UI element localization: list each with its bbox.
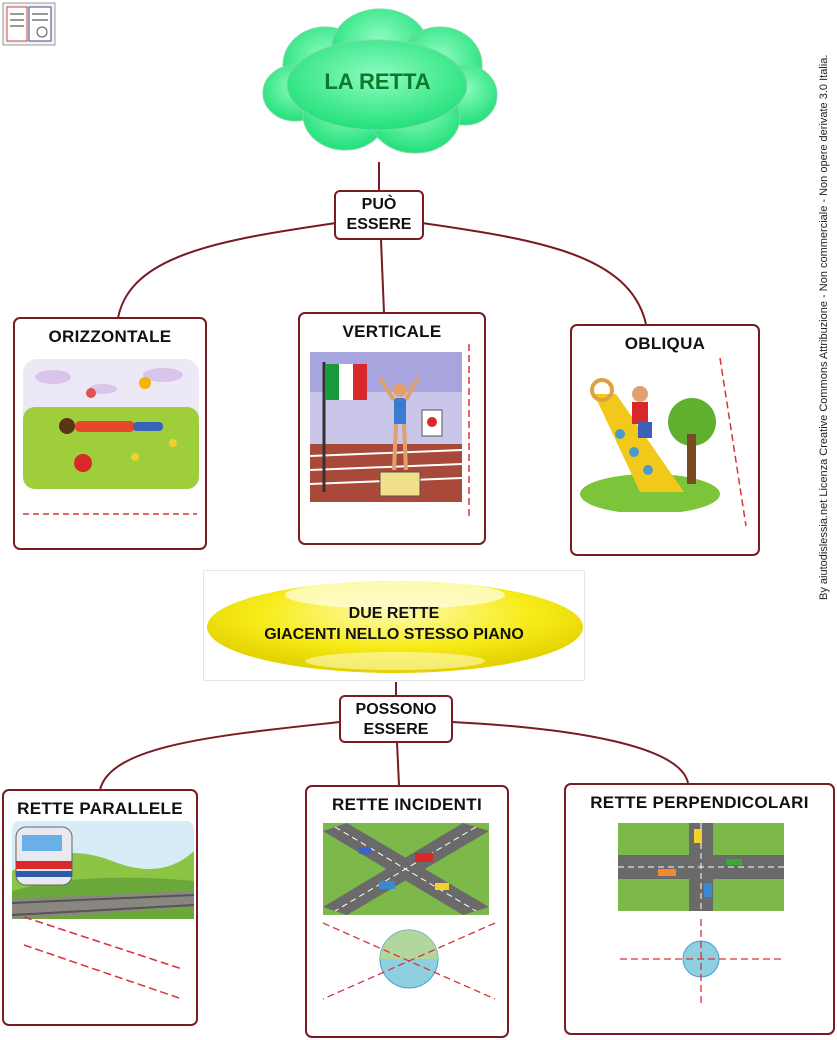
middle-text-line-1: DUE RETTE (348, 605, 440, 622)
card-intersecting-lines: RETTE INCIDENTI (305, 785, 509, 1038)
crossroad-illustration (323, 823, 489, 915)
card-perpendicular-lines: RETTE PERPENDICOLARI (564, 783, 835, 1035)
card-oblique: OBLIQUA (570, 324, 760, 556)
page-title: LA RETTA (324, 69, 431, 94)
intersecting-lines-example (322, 922, 496, 1000)
perpendicular-road-illustration (618, 823, 784, 911)
card-vertical: VERTICALE (298, 312, 486, 545)
athlete-illustration (310, 352, 462, 502)
train-track-illustration (12, 821, 194, 919)
connector-label-line: ESSERE (363, 721, 429, 738)
card-title: RETTE INCIDENTI (332, 795, 482, 814)
license-credit: By aiutodislessia.net Licenza Creative C… (818, 54, 830, 600)
card-title: RETTE PARALLELE (17, 799, 183, 818)
card-title: RETTE PERPENDICOLARI (590, 793, 809, 812)
oblique-line-example (719, 357, 747, 527)
ellipse-shape (207, 581, 583, 673)
middle-text-line-2: GIACENTI NELLO STESSO PIANO (264, 626, 524, 643)
perpendicular-lines-example (620, 919, 782, 1003)
connector-label-can-be: PUÒ ESSERE (334, 190, 424, 240)
connector-label-line: PUÒ (361, 196, 397, 213)
title-cloud: LA RETTA (255, 5, 500, 160)
slide-illustration (580, 364, 720, 512)
card-title: ORIZZONTALE (48, 327, 172, 346)
vertical-line-example (468, 344, 470, 516)
sleeping-child-illustration (23, 359, 199, 489)
connector-label-line: ESSERE (346, 216, 412, 233)
card-parallel-lines: RETTE PARALLELE (2, 789, 198, 1026)
two-lines-ellipse-panel: DUE RETTE GIACENTI NELLO STESSO PIANO (203, 570, 585, 681)
connector-label-line: POSSONO (355, 701, 437, 718)
horizontal-line-example (23, 513, 197, 515)
logo (2, 2, 56, 46)
connector-label-can-be-plural: POSSONO ESSERE (339, 695, 453, 743)
parallel-lines-example (23, 916, 183, 1000)
card-horizontal: ORIZZONTALE (13, 317, 207, 550)
card-title: VERTICALE (342, 322, 442, 341)
card-title: OBLIQUA (624, 334, 706, 353)
